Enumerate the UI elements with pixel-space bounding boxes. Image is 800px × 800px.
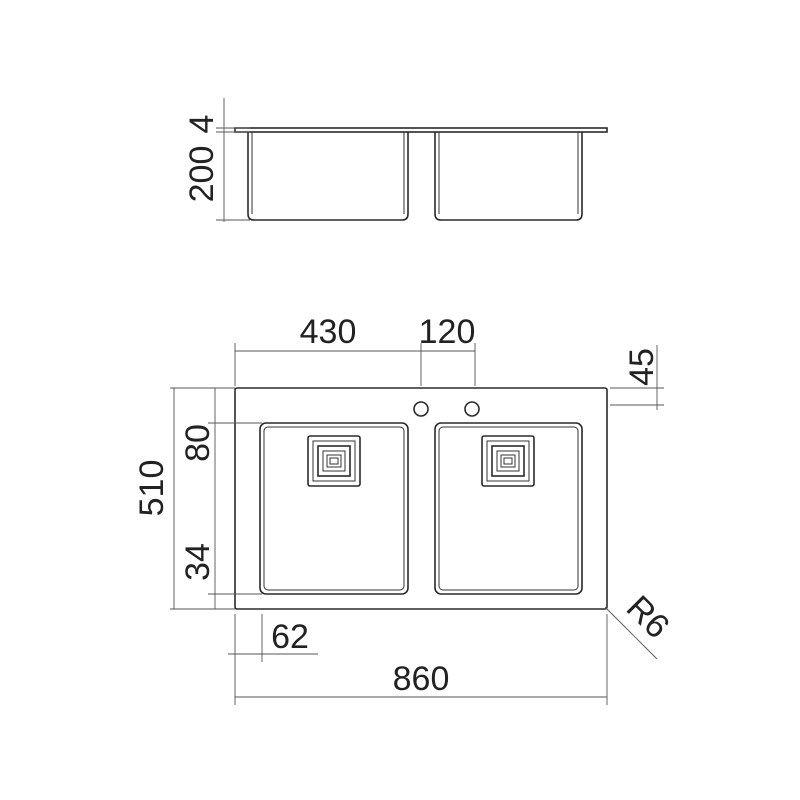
tap-hole-left (413, 401, 429, 417)
lip-thickness-label: 4 (183, 115, 221, 134)
left-bowl-inner (263, 426, 405, 591)
top-view: 430 120 45 510 80 34 62 860 R6 (133, 313, 677, 705)
right-bowl (434, 422, 583, 595)
side-margin-label: 62 (271, 618, 309, 656)
side-view-left-bowl (247, 132, 409, 221)
overall-width-label: 860 (393, 660, 450, 698)
side-view-top-plate (234, 127, 608, 133)
left-bowl-width-label: 430 (300, 313, 357, 351)
corner-radius-leader (604, 606, 658, 660)
right-bowl-inner (438, 426, 579, 591)
side-view: 4 200 (183, 98, 608, 222)
left-drain (307, 435, 361, 487)
back-margin-label: 80 (179, 424, 217, 462)
side-view-right-bowl (434, 132, 583, 221)
left-bowl (259, 422, 409, 595)
right-drain (481, 435, 535, 487)
overall-depth-label: 510 (133, 460, 171, 517)
tap-offset-label: 45 (623, 348, 661, 386)
top-view-plate (234, 387, 608, 610)
bowl-depth-label: 200 (183, 146, 221, 203)
tap-hole-spacing-label: 120 (419, 313, 476, 351)
corner-radius-label: R6 (619, 588, 677, 646)
front-margin-label: 34 (179, 543, 217, 581)
tap-hole-right (464, 401, 480, 417)
